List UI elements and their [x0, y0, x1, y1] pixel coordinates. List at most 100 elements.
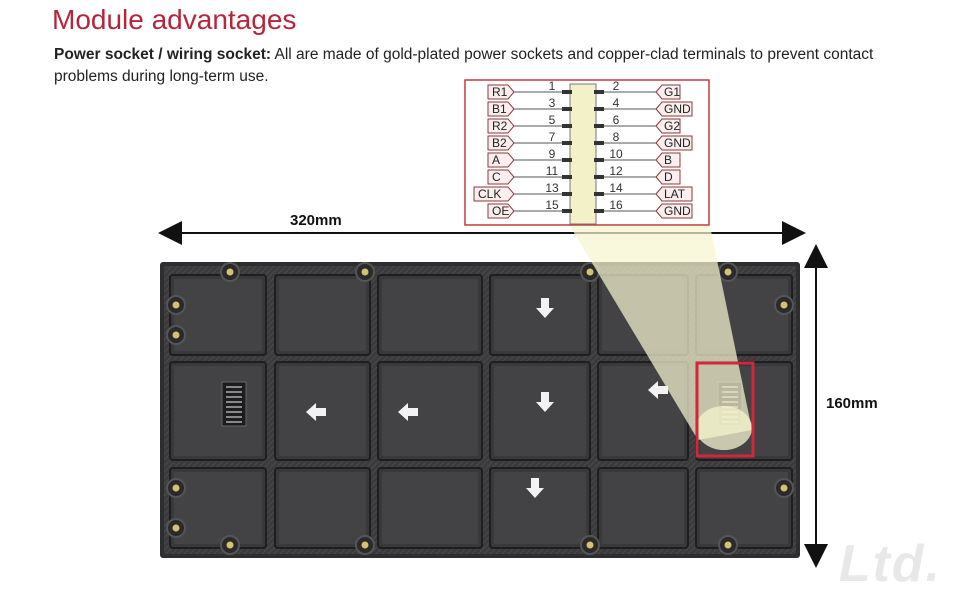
right-signal-label: GND: [664, 204, 691, 218]
screw-post-core: [226, 268, 234, 276]
screw-post-core: [361, 541, 369, 549]
screw-post-core: [724, 268, 732, 276]
left-signal-label: R2: [492, 119, 508, 133]
pin-row: R1 1 2 G1: [487, 79, 681, 100]
board-cell: [489, 361, 591, 461]
board-cell: [695, 467, 793, 549]
right-pin-number: 16: [609, 198, 623, 212]
right-signal-label: LAT: [664, 187, 686, 201]
left-signal-tag: [487, 135, 515, 151]
pin-row: C 11 12 D: [487, 164, 681, 185]
left-signal-tag: [487, 152, 515, 168]
board-cell: [377, 361, 483, 461]
zoom-callout: [570, 226, 752, 440]
right-signal-tag: [655, 101, 693, 117]
pin-row: OE 15 16 GND: [487, 198, 693, 219]
right-pin-number: 10: [609, 147, 623, 161]
board-cell: [377, 467, 483, 549]
right-pin-number: 6: [613, 113, 620, 127]
board-cell: [489, 467, 591, 549]
left-signal-label: OE: [492, 204, 509, 218]
right-pin-number: 8: [613, 130, 620, 144]
left-pin-number: 5: [549, 113, 556, 127]
left-pin-number: 15: [545, 198, 559, 212]
right-pin-number: 2: [613, 79, 620, 93]
left-pin-number: 3: [549, 96, 556, 110]
direction-arrow: [526, 478, 544, 498]
height-label: 160mm: [826, 395, 878, 412]
right-signal-label: B: [664, 153, 672, 167]
page-title: Module advantages: [52, 4, 297, 35]
board-cell: [489, 274, 591, 356]
right-signal-tag: [655, 152, 681, 168]
board-cell: [169, 274, 267, 356]
left-signal-tag: [487, 203, 515, 219]
pin-row: CLK 13 14 LAT: [473, 181, 693, 202]
left-signal-label: R1: [492, 85, 508, 99]
left-signal-label: B1: [492, 102, 507, 116]
left-pin-number: 11: [546, 164, 559, 178]
right-signal-tag: [655, 169, 681, 185]
right-signal-tag: [655, 135, 693, 151]
left-pin-number: 13: [545, 181, 559, 195]
left-signal-tag: [487, 101, 515, 117]
left-pin-number: 1: [549, 79, 556, 93]
left-signal-label: CLK: [478, 187, 501, 201]
screw-post-core: [172, 524, 180, 532]
right-signal-tag: [655, 84, 681, 100]
right-signal-tag: [655, 186, 693, 202]
right-signal-label: D: [664, 170, 673, 184]
screw-post-core: [172, 331, 180, 339]
left-signal-tag: [473, 186, 515, 202]
right-pin-number: 12: [609, 164, 623, 178]
screw-post-core: [226, 541, 234, 549]
pin-row: A 9 10 B: [487, 147, 681, 168]
right-signal-label: G1: [664, 85, 680, 99]
screw-post-core: [780, 301, 788, 309]
direction-arrow: [648, 381, 668, 399]
board-cell: [274, 274, 371, 356]
board-cell: [377, 274, 483, 356]
board-cell: [169, 467, 267, 549]
right-signal-tag: [655, 203, 693, 219]
left-signal-tag: [487, 169, 515, 185]
screw-post-core: [172, 301, 180, 309]
board-cell: [597, 467, 689, 549]
right-signal-tag: [655, 118, 681, 134]
screw-post-core: [361, 268, 369, 276]
direction-arrow: [536, 392, 554, 412]
socket-highlight-box: [695, 361, 755, 458]
board-cell: [274, 467, 371, 549]
left-pin-number: 9: [549, 147, 556, 161]
left-signal-tag: [487, 84, 515, 100]
screw-post-core: [724, 541, 732, 549]
pin-row: B1 3 4 GND: [487, 96, 693, 117]
left-signal-label: B2: [492, 136, 507, 150]
screw-post-core: [586, 268, 594, 276]
screw-post-core: [586, 541, 594, 549]
direction-arrow: [398, 403, 418, 421]
left-pin-number: 7: [549, 130, 556, 144]
board-cell: [169, 361, 267, 461]
right-signal-label: GND: [664, 102, 691, 116]
left-signal-tag: [487, 118, 515, 134]
left-signal-label: C: [492, 170, 501, 184]
pin-row: B2 7 8 GND: [487, 130, 693, 151]
description-text: All are made of gold-plated power socket…: [54, 46, 874, 85]
right-signal-label: G2: [664, 119, 680, 133]
pin-row: R2 5 6 G2: [487, 113, 681, 134]
left-signal-label: A: [492, 153, 500, 167]
description-paragraph: Power socket / wiring socket: All are ma…: [54, 44, 914, 88]
right-signal-label: GND: [664, 136, 691, 150]
direction-arrow: [536, 298, 554, 318]
board-socket: [221, 381, 247, 427]
right-pin-number: 4: [613, 96, 620, 110]
direction-arrow: [306, 403, 326, 421]
screw-post-core: [172, 484, 180, 492]
width-label: 320mm: [290, 212, 342, 229]
description-lead: Power socket / wiring socket:: [54, 46, 272, 63]
right-pin-number: 14: [609, 181, 623, 195]
screw-post-core: [780, 484, 788, 492]
